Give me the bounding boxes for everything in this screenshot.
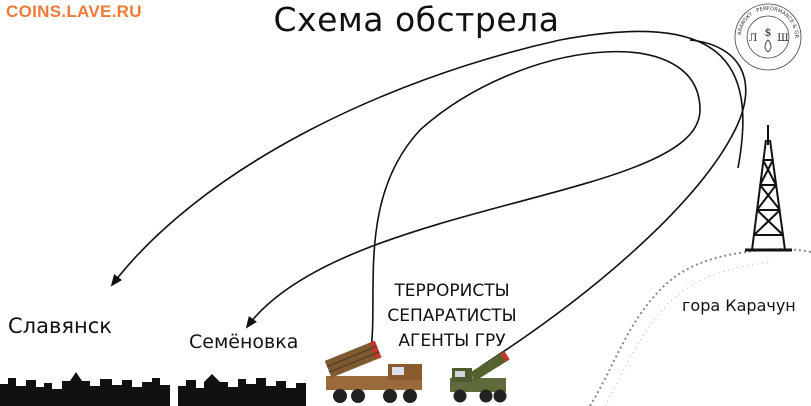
logo-glyph-center: $ — [765, 26, 772, 39]
grad-launcher-icon — [324, 340, 422, 403]
karachun-hill-texture — [604, 261, 771, 406]
karachun-label: гора Карачун — [682, 296, 796, 315]
military-truck-icon — [450, 350, 510, 403]
trajectory-to-semyonovka — [245, 50, 701, 357]
slavyansk-skyline-icon — [0, 372, 170, 406]
shooter-labels: ТЕРРОРИСТЫ СЕПАРАТИСТЫ АГЕНТЫ ГРУ — [362, 279, 542, 354]
semyonovka-label: Семёновка — [189, 331, 299, 353]
logo-glyph-right: Ш — [777, 33, 788, 44]
karachun-hill-outline — [589, 248, 811, 406]
terrorists-label: ТЕРРОРИСТЫ — [394, 281, 510, 301]
site-watermark: COINS.LAVE.RU — [6, 2, 142, 21]
semyonovka-skyline-icon — [178, 374, 306, 406]
diagram-title: Схема обстрела — [273, 0, 560, 39]
logo-bulb-icon — [764, 39, 772, 53]
separatists-label: СЕПАРАТИСТЫ — [387, 306, 517, 326]
slavyansk-label: Славянск — [8, 314, 112, 338]
trajectory-from-gru-truck — [479, 39, 747, 368]
trajectory-to-slavyansk — [110, 30, 744, 287]
logo-glyph-left: Л — [749, 33, 757, 44]
tv-tower-icon — [745, 125, 792, 252]
gru-agents-label: АГЕНТЫ ГРУ — [398, 331, 506, 351]
author-logo-seal: LEV SHARANSKY · PERFORMANCE & GRAFFITI Л… — [733, 2, 802, 71]
